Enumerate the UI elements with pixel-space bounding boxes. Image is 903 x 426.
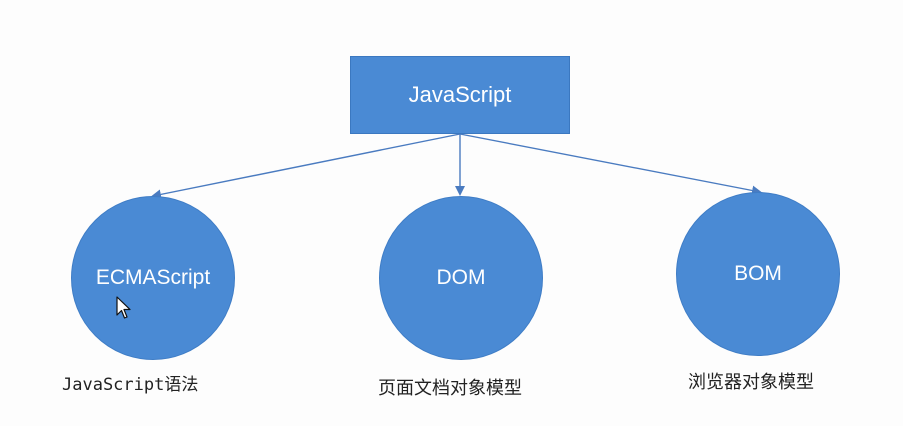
mouse-pointer-icon — [116, 296, 131, 319]
connector-to-ecmascript — [151, 133, 461, 200]
child-node-label: ECMAScript — [95, 266, 211, 289]
child-node-label: DOM — [436, 266, 486, 289]
caption-ecmascript: JavaScript语法 — [62, 375, 199, 395]
connector-to-bom — [459, 133, 762, 196]
child-node-bom: BOM — [676, 192, 840, 356]
child-node-ecmascript: ECMAScript — [71, 196, 235, 360]
root-node-javascript: JavaScript — [350, 56, 570, 134]
root-node-label: JavaScript — [408, 82, 512, 107]
caption-dom: 页面文档对象模型 — [378, 378, 522, 399]
child-node-dom: DOM — [379, 196, 543, 360]
caption-bom: 浏览器对象模型 — [688, 372, 814, 393]
child-node-label: BOM — [734, 262, 782, 285]
